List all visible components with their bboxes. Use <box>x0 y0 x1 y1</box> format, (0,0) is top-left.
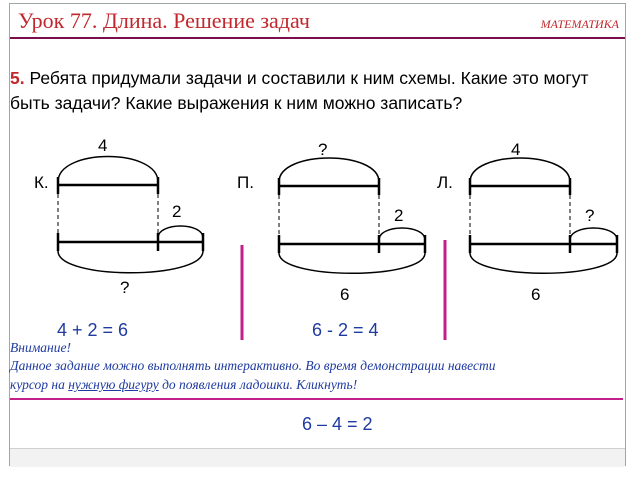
scheme-l-small-brace <box>569 227 618 241</box>
scheme-l-small-label: ? <box>585 206 595 225</box>
title-divider <box>10 37 625 39</box>
scheme-p-bottom-label: 6 <box>340 285 350 304</box>
equation-k: 4 + 2 = 6 <box>57 320 129 340</box>
title-bar: Урок 77. Длина. Решение задач МАТЕМАТИКА <box>10 4 625 37</box>
equation-p: 6 - 2 = 4 <box>312 320 379 340</box>
scheme-p-bottom-brace <box>278 252 426 274</box>
slide-footer <box>10 448 625 467</box>
lesson-title: Урок 77. Длина. Решение задач <box>18 8 310 33</box>
task-body: Ребята придумали задачи и составили к ни… <box>10 68 589 113</box>
scheme-p-top-label: ? <box>318 140 328 159</box>
equation-l: 6 – 4 = 2 <box>302 414 373 434</box>
scheme-p-top-brace <box>278 157 380 183</box>
scheme-l-top-brace <box>469 157 571 183</box>
scheme-p-letter: П. <box>237 173 254 192</box>
hint-target-figure: нужную фигуру <box>68 377 159 392</box>
hint-attention: Внимание! <box>10 340 71 355</box>
task-text: 5. Ребята придумали задачи и составили к… <box>10 66 620 116</box>
scheme-l-bottom-label: 6 <box>531 285 541 304</box>
hint-line-2-end: до появления ладошки. Кликнуть! <box>158 377 358 392</box>
subject-label: МАТЕМАТИКА <box>540 17 619 31</box>
scheme-p-small-label: 2 <box>394 206 404 225</box>
scheme-l-top-label: 4 <box>511 140 521 159</box>
scheme-l[interactable] <box>468 157 619 274</box>
scheme-k[interactable] <box>56 155 205 274</box>
scheme-k-small-label: 2 <box>172 202 182 221</box>
scheme-l-letter: Л. <box>437 173 453 192</box>
scheme-k-top-brace <box>57 155 159 183</box>
hint-line-2: курсор на нужную фигуру до появления лад… <box>10 377 357 393</box>
scheme-p-small-brace <box>378 227 426 241</box>
scheme-l-bottom-brace <box>469 252 618 274</box>
task-number: 5. <box>10 68 25 88</box>
scheme-k-top-label: 4 <box>98 136 108 155</box>
scheme-k-letter: К. <box>34 173 49 192</box>
scheme-p[interactable] <box>277 157 427 274</box>
scheme-k-bottom-brace <box>57 250 204 274</box>
scheme-k-small-brace <box>157 225 204 239</box>
scheme-k-bottom-label: ? <box>120 278 130 297</box>
hint-divider <box>10 398 623 400</box>
hint-line-1: Данное задание можно выполнять интеракти… <box>10 358 496 373</box>
hint-line-2-start: курсор на <box>10 377 69 392</box>
